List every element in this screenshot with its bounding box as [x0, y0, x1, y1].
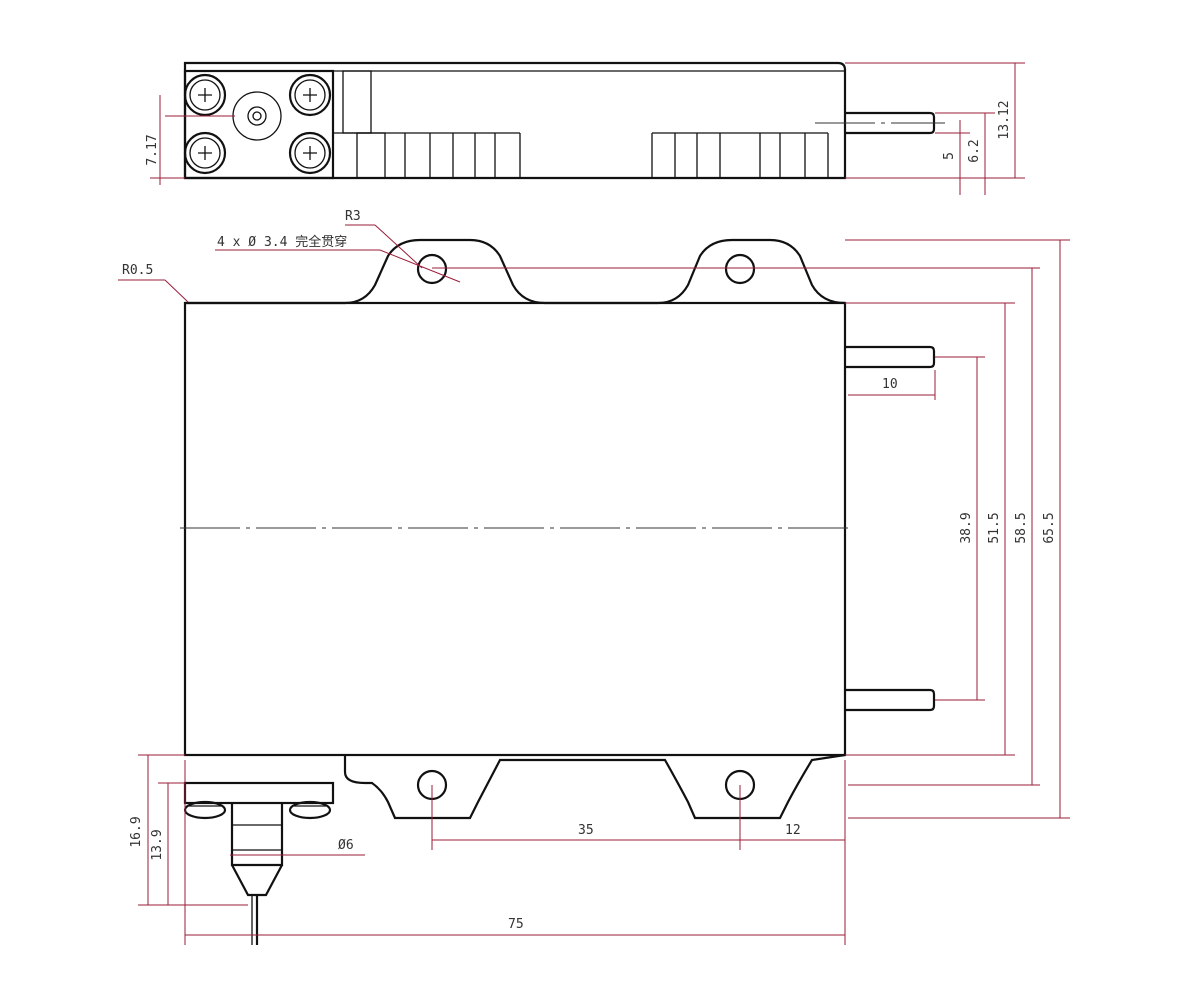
screw-icon: [183, 73, 227, 117]
dim-75: 75: [508, 917, 524, 932]
screw-icon: [183, 800, 227, 820]
dim-35: 35: [578, 823, 594, 838]
front-view-pin-upper: [845, 345, 936, 369]
dim-16-9: 16.9: [129, 816, 144, 847]
dim-13-9: 13.9: [150, 829, 165, 860]
dim-5: 5: [942, 152, 957, 160]
hole-note: 4 x Ø 3.4 完全贯穿: [217, 234, 347, 250]
dim-7-17: 7.17: [145, 134, 160, 165]
dim-51-5: 51.5: [987, 512, 1002, 543]
dim-13-12: 13.12: [997, 100, 1012, 139]
top-view-housing: [183, 61, 847, 180]
front-view-leaders: [118, 224, 1040, 856]
front-view-housing: [183, 301, 847, 757]
mounting-hole-icon: [416, 253, 448, 285]
front-view-bottom-dimensions: [138, 754, 846, 945]
front-view-bottom-flange: [343, 753, 846, 820]
screw-icon: [288, 800, 332, 820]
dim-12: 12: [785, 823, 801, 838]
screw-icon: [288, 73, 332, 117]
dim-6-2: 6.2: [967, 139, 982, 162]
top-view-dimensions: [150, 62, 1025, 195]
top-view-fins-right: [651, 132, 829, 178]
dim-38-9: 38.9: [959, 512, 974, 543]
dim-65-5: 65.5: [1042, 512, 1057, 543]
top-view-fins-left: [356, 132, 521, 179]
top-view: 7.17 13.12 6.2 5: [145, 61, 1025, 195]
mounting-hole-icon: [724, 253, 756, 285]
front-view: 4 x Ø 3.4 完全贯穿 R3 R0.5 Ø6 10 38.9 51.5 5…: [118, 209, 1070, 945]
screw-icon: [288, 131, 332, 175]
radius-r3-label: R3: [345, 209, 361, 224]
fiber-connector: [183, 781, 335, 945]
diameter-6-label: Ø6: [338, 838, 354, 853]
top-view-step: [342, 70, 372, 134]
radius-r0-5-label: R0.5: [122, 263, 153, 278]
fiber-port-icon: [232, 91, 282, 141]
front-view-pin-lower: [845, 688, 936, 712]
top-view-connector-block: [183, 69, 335, 180]
front-view-right-dimensions: [845, 239, 1070, 819]
dim-58-5: 58.5: [1014, 512, 1029, 543]
dim-10: 10: [882, 377, 898, 392]
screw-icon: [183, 131, 227, 175]
